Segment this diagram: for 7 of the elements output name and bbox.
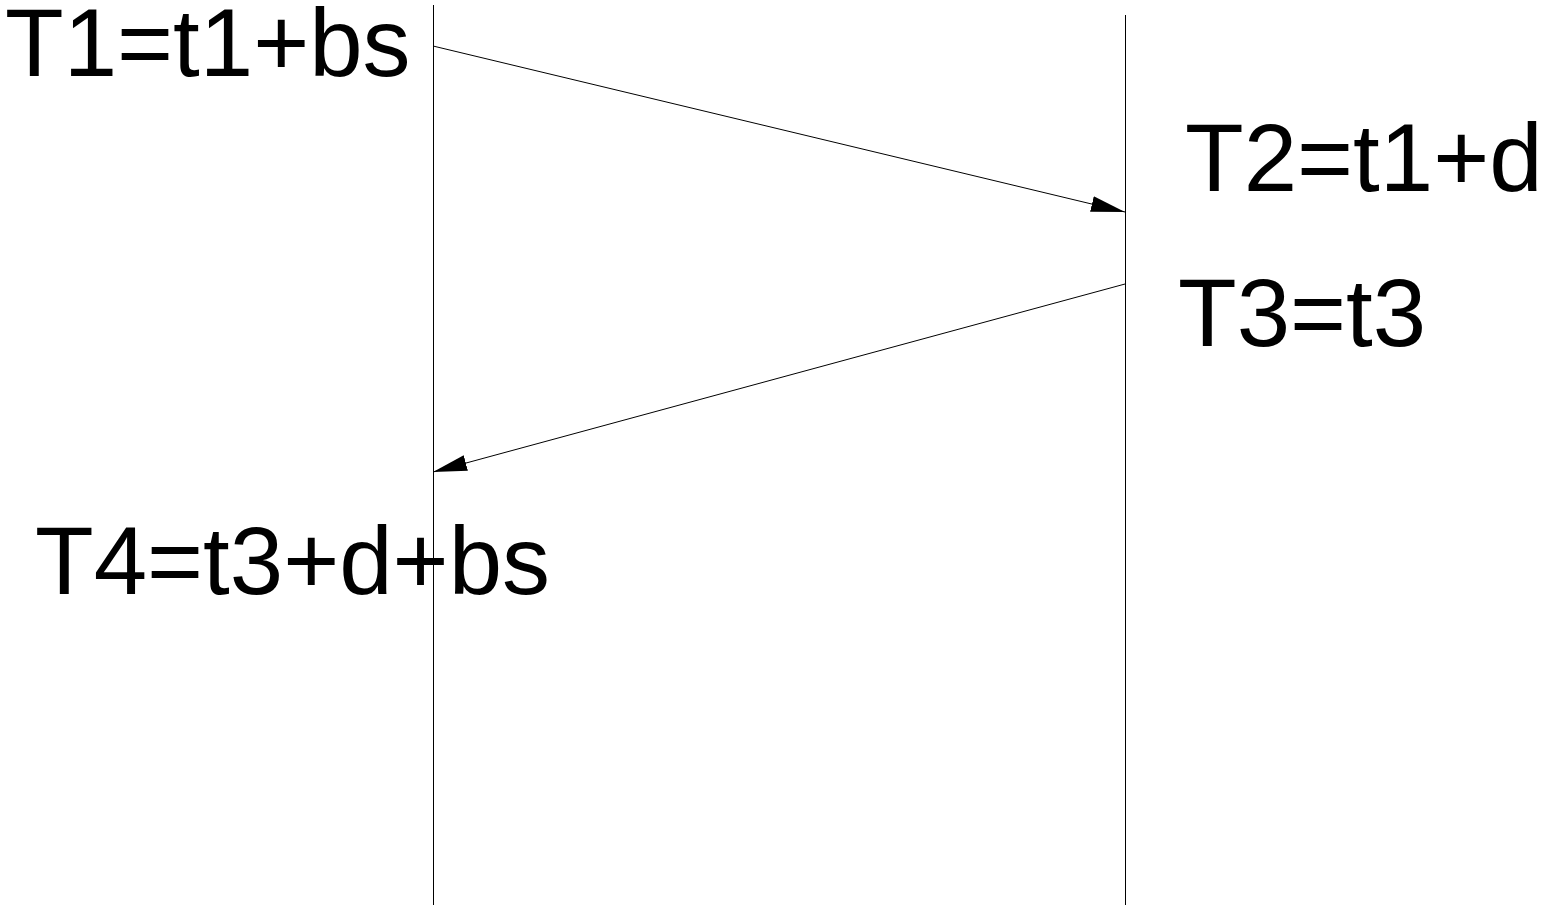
timestamp-label: T1=t1+bs [5, 0, 411, 91]
timestamp-label: T2=t1+d [1185, 110, 1543, 206]
lifeline [1125, 15, 1126, 905]
arrow [432, 45, 1126, 213]
lifeline [433, 5, 434, 905]
arrow [432, 283, 1126, 473]
timestamp-label: T3=t3 [1178, 265, 1427, 361]
